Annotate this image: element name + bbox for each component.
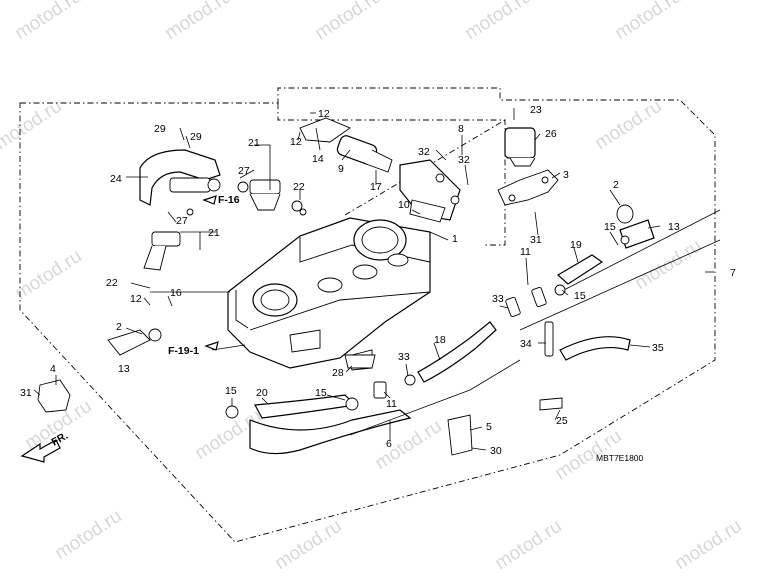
callout-2: 2	[116, 321, 122, 333]
callout-26: 26	[545, 128, 557, 140]
callout-29: 29	[190, 131, 202, 143]
callout-32: 32	[418, 146, 430, 158]
callout-15: 15	[315, 387, 327, 399]
callout-5: 5	[486, 421, 492, 433]
reference-marks: F-16 F-19-1	[168, 194, 240, 357]
callout-12: 12	[130, 293, 142, 305]
watermark: motod.ru	[491, 516, 565, 574]
callout-28: 28	[332, 367, 344, 379]
callout-27: 27	[238, 165, 250, 177]
callout-27: 27	[176, 215, 188, 227]
diagram-code: MBT7E1800	[596, 453, 644, 463]
callout-33: 33	[492, 293, 504, 305]
callout-15: 15	[604, 221, 616, 233]
throttle-body	[227, 217, 431, 371]
callout-19: 19	[570, 239, 582, 251]
watermark: motod.ru	[461, 0, 535, 44]
callout-15: 15	[225, 385, 237, 397]
callout-9: 9	[338, 163, 344, 175]
callout-20: 20	[256, 387, 268, 399]
assembly-boundary	[19, 87, 716, 543]
callout-32: 32	[458, 154, 470, 166]
callout-14: 14	[312, 153, 324, 165]
callout-7: 7	[730, 267, 736, 279]
watermark: motod.ru	[11, 0, 85, 44]
watermark: motod.ru	[51, 506, 125, 564]
callout-25: 25	[556, 415, 568, 427]
watermark: motod.ru	[0, 96, 66, 154]
callout-30: 30	[490, 445, 502, 457]
callout-13: 13	[668, 221, 680, 233]
callout-8: 8	[458, 123, 464, 135]
callout-23: 23	[530, 104, 542, 116]
hoses	[107, 284, 631, 455]
callout-35: 35	[652, 342, 664, 354]
callout-22: 22	[106, 277, 118, 289]
callout-3: 3	[563, 169, 569, 181]
watermark: motod.ru	[271, 516, 345, 574]
callout-22: 22	[293, 181, 305, 193]
right-fittings	[519, 204, 721, 331]
callout-6: 6	[386, 438, 392, 450]
callout-31: 31	[20, 387, 32, 399]
injector-assembly	[139, 149, 307, 271]
callout-12: 12	[290, 136, 302, 148]
callout-16: 16	[170, 287, 182, 299]
callout-12: 12	[318, 108, 330, 120]
callout-18: 18	[434, 334, 446, 346]
callout-4: 4	[50, 363, 56, 375]
callout-13: 13	[118, 363, 130, 375]
callout-11: 11	[520, 246, 531, 258]
watermark: motod.ru	[161, 0, 235, 44]
ref-f16: F-16	[218, 194, 240, 206]
callout-10: 10	[398, 199, 410, 211]
callout-1: 1	[452, 233, 458, 245]
callout-2: 2	[613, 179, 619, 191]
watermark: motod.ru	[631, 236, 705, 294]
callout-29: 29	[154, 123, 166, 135]
callout-11: 11	[386, 398, 397, 410]
callout-21: 21	[248, 137, 260, 149]
callout-15: 15	[574, 290, 586, 302]
callout-24: 24	[110, 173, 122, 185]
callout-34: 34	[520, 338, 532, 350]
callout-17: 17	[370, 181, 382, 193]
watermark: motod.ru	[591, 96, 665, 154]
callout-33: 33	[398, 351, 410, 363]
watermark: motod.ru	[611, 0, 685, 44]
watermark: motod.ru	[11, 246, 85, 304]
callout-labels: 12 12 14 9 17 10 1 8 32 32 23 26 3 31 2 …	[20, 104, 736, 457]
callout-31: 31	[530, 234, 542, 246]
sensor-assembly	[497, 127, 559, 206]
callout-21: 21	[208, 227, 220, 239]
air-valve-assembly	[299, 117, 461, 223]
brackets	[37, 354, 473, 456]
leader-lines	[33, 108, 714, 451]
watermark: motod.ru	[311, 0, 385, 44]
ref-f191: F-19-1	[168, 345, 199, 357]
watermark: motod.ru	[671, 516, 745, 574]
